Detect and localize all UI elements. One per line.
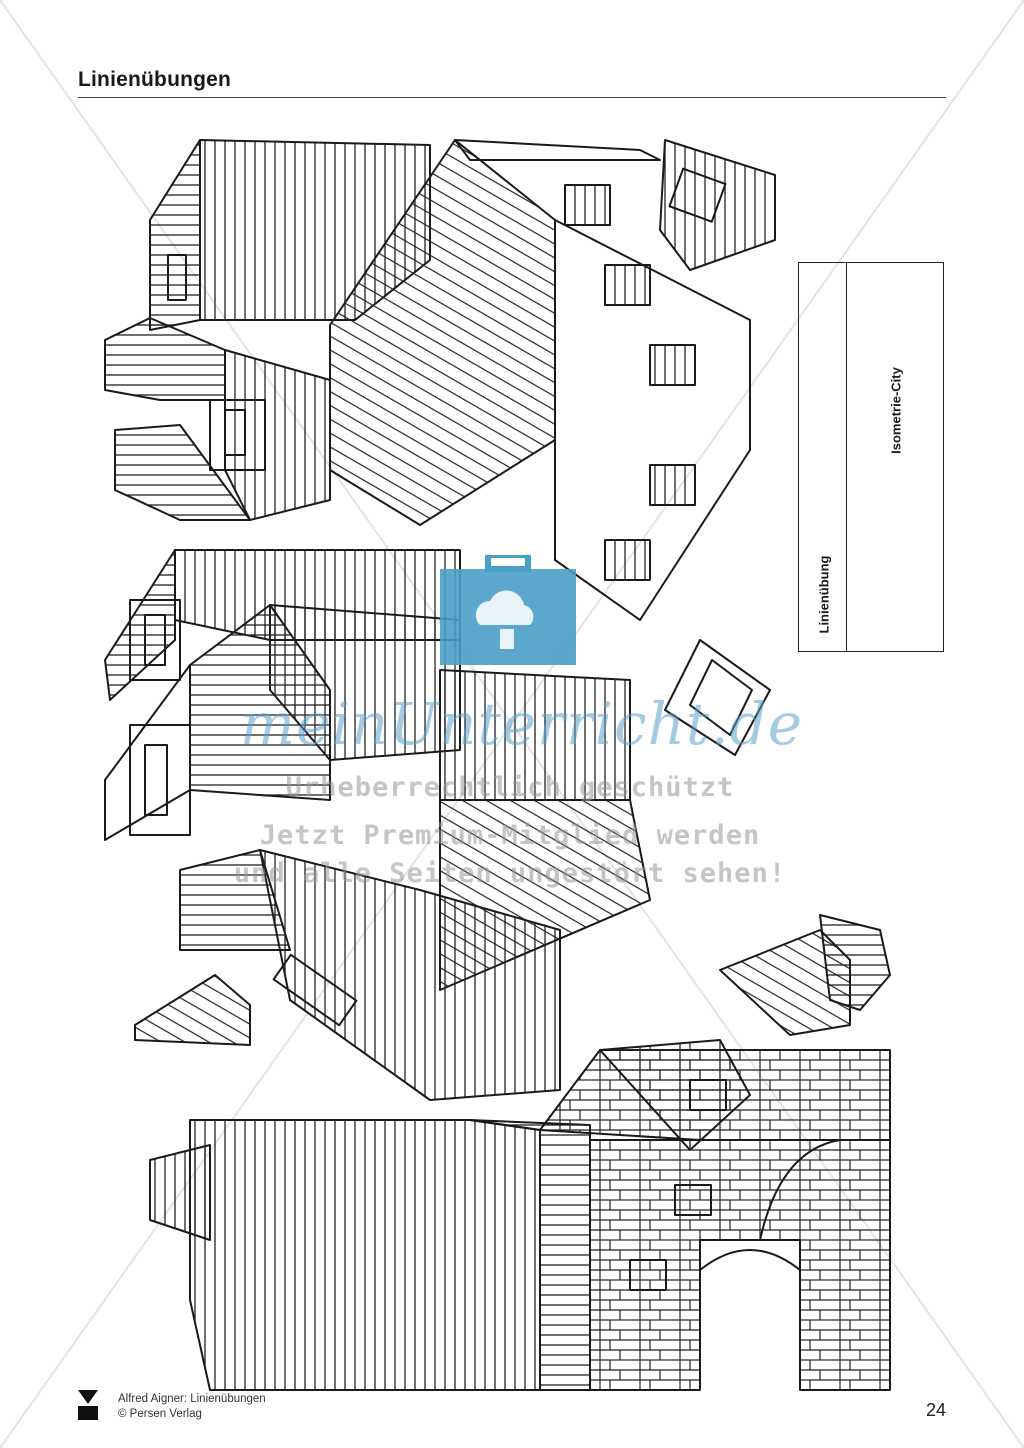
page-title: Linienübungen [78,68,232,91]
label-box-divider [846,263,847,651]
page-number: 24 [925,1400,946,1420]
header-divider [78,97,946,98]
footer-publisher: © Persen Verlag [118,1408,202,1420]
footer-author: Alfred Aigner: Linienübungen [118,1393,266,1405]
footer-credits: Alfred Aigner: Linienübungen © Persen Ve… [118,1392,266,1422]
persen-logo-icon [78,1390,98,1420]
label-isometrie-city: Isometrie-City [888,367,904,454]
worksheet-label-box: Linienübung Isometrie-City [798,262,944,652]
label-linienuebung: Linienübung [816,555,832,634]
